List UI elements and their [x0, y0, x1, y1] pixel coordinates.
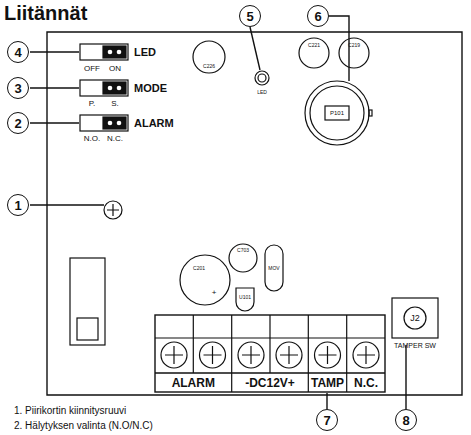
component-ref: C226 [203, 64, 215, 69]
terminal-label: ALARM [172, 377, 215, 389]
callout-number: 3 [14, 82, 21, 95]
callout-number: 1 [14, 199, 21, 212]
callout-number: 8 [402, 414, 409, 427]
component-ref: C219 [348, 43, 360, 48]
legend-note: 2. Hälytyksen valinta (N.O/N.C) [14, 421, 153, 431]
component-ref: C703 [237, 248, 249, 253]
switch-label: TAMPER SW [394, 342, 436, 349]
terminal-label: -DC12V+ [245, 377, 295, 389]
jumper-label: MODE [134, 83, 167, 94]
jumper-label: ALARM [134, 118, 174, 129]
jumper-option: OFF [84, 65, 100, 73]
callout-circle: 7 [316, 409, 338, 431]
callout-circle: 6 [307, 5, 329, 27]
callout-number: 6 [314, 10, 321, 23]
component-ref: U101 [239, 295, 251, 300]
callout-circle: 8 [395, 409, 417, 431]
component-ref: C221 [308, 43, 320, 48]
component-ref: C201 [193, 266, 205, 271]
component-ref: MOV [268, 266, 279, 271]
callout-number: 4 [14, 46, 21, 59]
jumper-label: LED [134, 47, 156, 58]
legend-note: 1. Piirikortin kiinnitysruuvi [14, 406, 126, 416]
jumper-option: N.C. [107, 135, 123, 143]
connector-ref: J2 [410, 314, 420, 323]
jumper-option: P. [89, 100, 96, 108]
terminal-label: TAMP [311, 377, 344, 389]
component-ref: LED [257, 90, 267, 95]
callout-circle: 2 [7, 112, 29, 134]
component-ref: P101 [330, 110, 344, 116]
callout-number: 7 [323, 414, 330, 427]
terminal-label: N.C. [354, 377, 378, 389]
jumper-option: N.O. [84, 135, 100, 143]
callout-number: 5 [246, 10, 253, 23]
jumper-option: S. [111, 100, 119, 108]
callout-circle: 1 [7, 194, 29, 216]
callout-circle: 5 [239, 5, 261, 27]
callout-number: 2 [14, 117, 21, 130]
polarity-mark: + [212, 289, 217, 297]
jumper-option: ON [109, 65, 121, 73]
callout-circle: 3 [7, 77, 29, 99]
page-title: Liitännät [4, 3, 87, 23]
callout-circle: 4 [7, 41, 29, 63]
